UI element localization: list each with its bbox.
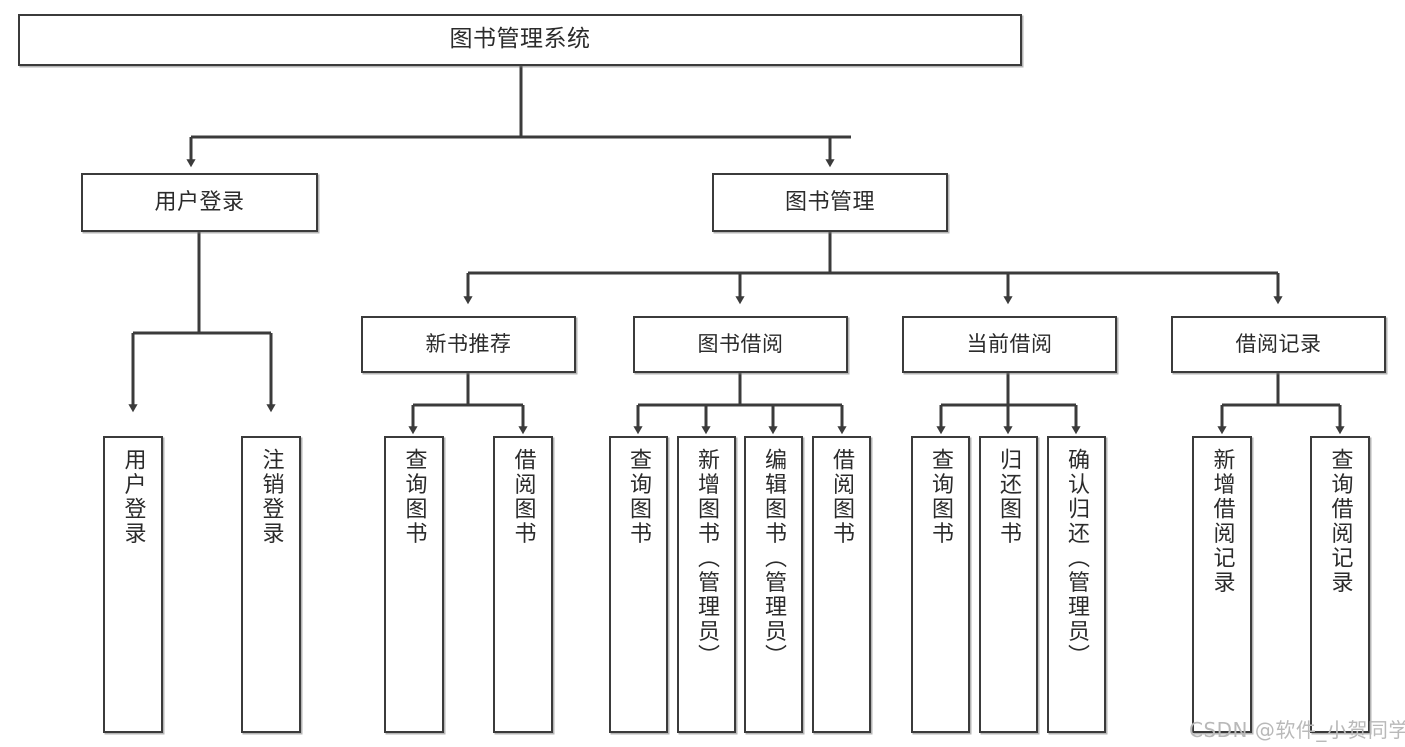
leaf-user-login-signout[interactable]: 注销登录	[241, 436, 301, 733]
node-label: 图书管理系统	[449, 26, 591, 53]
node-label: 查询图书	[928, 448, 954, 546]
node-book-management[interactable]: 图书管理	[712, 173, 948, 232]
leaf-borrow-add-book-admin[interactable]: 新增图书（管理员）	[677, 436, 736, 733]
leaf-user-login-signin[interactable]: 用户登录	[103, 436, 163, 733]
node-label: 新增借阅记录	[1209, 448, 1235, 595]
node-borrow-record[interactable]: 借阅记录	[1171, 316, 1386, 373]
leaf-new-book-borrow[interactable]: 借阅图书	[493, 436, 553, 733]
leaf-current-confirm-return-admin[interactable]: 确认归还（管理员）	[1047, 436, 1106, 733]
node-label: 编辑图书（管理员）	[761, 448, 787, 669]
node-label: 用户登录	[120, 448, 146, 546]
node-label: 查询图书	[401, 448, 427, 546]
leaf-current-return-book[interactable]: 归还图书	[979, 436, 1038, 733]
node-label: 图书管理	[784, 189, 875, 215]
node-user-login[interactable]: 用户登录	[81, 173, 318, 232]
node-label: 查询图书	[626, 448, 652, 546]
node-label: 查询借阅记录	[1327, 448, 1353, 595]
csdn-watermark: CSDN @软件_小贺同学	[1189, 718, 1405, 742]
node-label: 确认归还（管理员）	[1064, 448, 1090, 669]
node-label: 用户登录	[154, 189, 245, 215]
leaf-record-query-record[interactable]: 查询借阅记录	[1310, 436, 1370, 733]
node-label: 图书借阅	[697, 332, 784, 357]
node-label: 注销登录	[258, 448, 284, 546]
node-label: 借阅记录	[1235, 332, 1322, 357]
node-label: 新书推荐	[425, 332, 512, 357]
leaf-borrow-edit-book-admin[interactable]: 编辑图书（管理员）	[744, 436, 803, 733]
leaf-record-add-record[interactable]: 新增借阅记录	[1192, 436, 1252, 733]
node-label: 当前借阅	[966, 332, 1053, 357]
node-label: 新增图书（管理员）	[694, 448, 720, 669]
leaf-new-book-query[interactable]: 查询图书	[384, 436, 444, 733]
leaf-borrow-query-book[interactable]: 查询图书	[609, 436, 668, 733]
leaf-borrow-borrow-book[interactable]: 借阅图书	[812, 436, 871, 733]
node-label: 归还图书	[996, 448, 1022, 546]
node-book-borrow[interactable]: 图书借阅	[633, 316, 848, 373]
node-label: 借阅图书	[829, 448, 855, 546]
node-label: 借阅图书	[510, 448, 536, 546]
node-root-system[interactable]: 图书管理系统	[18, 14, 1022, 66]
node-current-borrow[interactable]: 当前借阅	[902, 316, 1117, 373]
node-new-book-recommend[interactable]: 新书推荐	[361, 316, 576, 373]
leaf-current-query-book[interactable]: 查询图书	[911, 436, 970, 733]
